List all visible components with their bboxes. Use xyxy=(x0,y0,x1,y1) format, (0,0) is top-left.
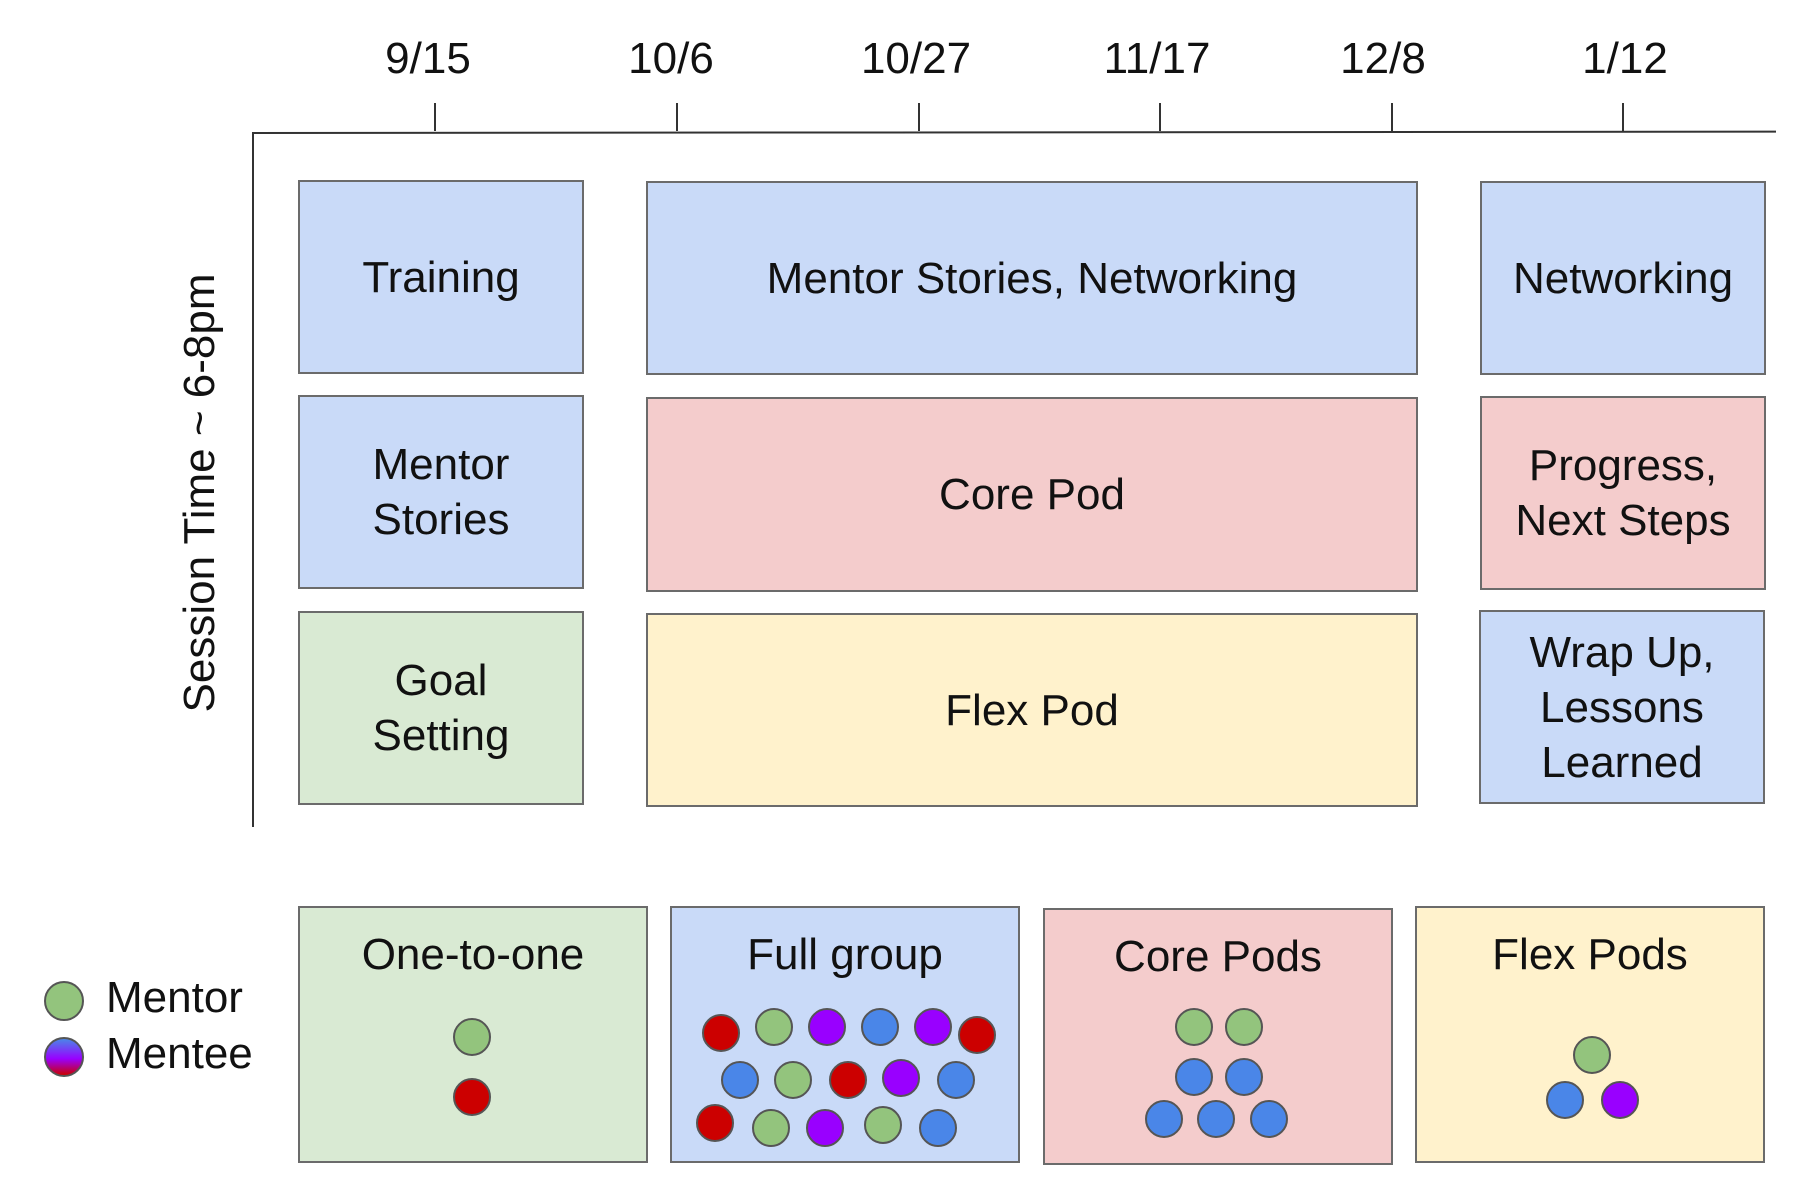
mentee-dot xyxy=(914,1008,952,1046)
mentor-legend-label: Mentor xyxy=(106,973,243,1022)
mentee-dot xyxy=(861,1008,899,1046)
mentee-dot xyxy=(808,1008,846,1046)
mentor-stories-networking-block: Mentor Stories, Networking xyxy=(646,181,1418,375)
mentor-dot xyxy=(1175,1008,1213,1046)
mentee-dot xyxy=(1197,1100,1235,1138)
date-tick xyxy=(1159,103,1161,131)
mentee-dot xyxy=(1225,1058,1263,1096)
core-pods-title: Core Pods xyxy=(1114,932,1322,981)
progress-next-steps-block: Progress, Next Steps xyxy=(1480,396,1766,590)
mentee-dot xyxy=(919,1109,957,1147)
mentee-dot xyxy=(882,1059,920,1097)
mentee-dot-icon xyxy=(44,1037,84,1077)
mentor-dot xyxy=(1573,1036,1611,1074)
date-label: 10/27 xyxy=(860,34,972,83)
mentor-dot xyxy=(1225,1008,1263,1046)
wrap-up-block: Wrap Up, Lessons Learned xyxy=(1479,610,1765,804)
date-tick xyxy=(676,103,678,131)
one-to-one-title: One-to-one xyxy=(361,930,585,979)
date-label: 11/17 xyxy=(1103,34,1211,83)
mentee-dot xyxy=(453,1078,491,1116)
goal-setting-block: Goal Setting xyxy=(298,611,584,805)
flex-pods-title: Flex Pods xyxy=(1492,930,1688,979)
mentor-dot xyxy=(752,1109,790,1147)
mentor-dot xyxy=(774,1061,812,1099)
mentee-dot xyxy=(1546,1081,1584,1119)
date-label: 10/6 xyxy=(628,34,714,83)
flex-pod-block: Flex Pod xyxy=(646,613,1418,807)
core-pod-block: Core Pod xyxy=(646,397,1418,592)
date-label: 1/12 xyxy=(1582,34,1668,83)
mentee-dot xyxy=(829,1061,867,1099)
date-tick xyxy=(1622,103,1624,131)
mentor-dot-icon xyxy=(44,981,84,1021)
mentee-dot xyxy=(937,1061,975,1099)
date-tick xyxy=(1391,103,1393,131)
mentee-dot xyxy=(806,1109,844,1147)
core-pods-panel: Core Pods xyxy=(1043,908,1393,1165)
mentor-stories-block: Mentor Stories xyxy=(298,395,584,589)
mentee-dot xyxy=(1250,1100,1288,1138)
mentee-dot xyxy=(1175,1058,1213,1096)
date-label: 9/15 xyxy=(385,34,471,83)
date-tick xyxy=(918,103,920,131)
training-block: Training xyxy=(298,180,584,374)
session-time-label: Session Time ~ 6-8pm xyxy=(175,273,224,713)
mentee-dot xyxy=(696,1104,734,1142)
full-group-panel: Full group xyxy=(670,906,1020,1163)
mentor-dot xyxy=(453,1018,491,1056)
timeline-axis xyxy=(251,130,1777,134)
date-label: 12/8 xyxy=(1340,34,1426,83)
mentee-dot xyxy=(702,1014,740,1052)
mentee-dot xyxy=(721,1061,759,1099)
one-to-one-panel: One-to-one xyxy=(298,906,648,1163)
networking-block: Networking xyxy=(1480,181,1766,375)
mentee-dot xyxy=(1145,1100,1183,1138)
date-tick xyxy=(434,103,436,131)
mentee-dot xyxy=(1601,1081,1639,1119)
flex-pods-panel: Flex Pods xyxy=(1415,906,1765,1163)
session-axis xyxy=(252,132,254,827)
mentee-dot xyxy=(958,1016,996,1054)
full-group-title: Full group xyxy=(747,930,943,979)
mentor-dot xyxy=(755,1008,793,1046)
mentee-legend-label: Mentee xyxy=(106,1029,253,1078)
mentor-dot xyxy=(864,1106,902,1144)
